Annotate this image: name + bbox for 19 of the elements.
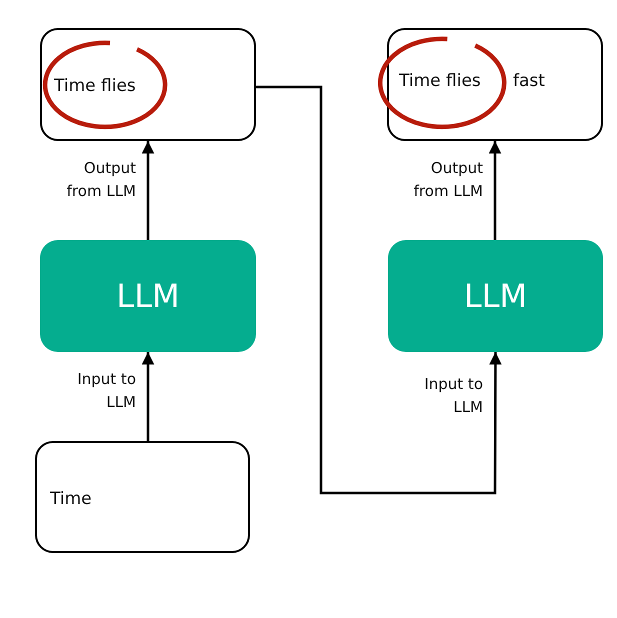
arrow bbox=[142, 352, 154, 441]
edge-label: Input to LLM bbox=[76, 369, 136, 413]
text-box bbox=[40, 28, 256, 141]
text-label: Time bbox=[50, 489, 92, 509]
model-label: LLM bbox=[464, 277, 528, 315]
edge-label: Output from LLM bbox=[412, 158, 483, 202]
text-label: Time flies bbox=[54, 76, 136, 96]
edge-label: Output from LLM bbox=[66, 158, 136, 202]
model-label: LLM bbox=[116, 277, 180, 315]
model-box bbox=[388, 240, 603, 352]
arrow bbox=[142, 141, 154, 240]
arrow bbox=[488, 141, 502, 240]
text-box bbox=[35, 441, 250, 553]
edge-label: Input to LLM bbox=[423, 374, 483, 418]
arrow bbox=[256, 86, 502, 494]
text-label: Time flies bbox=[399, 71, 481, 91]
model-box bbox=[40, 240, 256, 352]
text-box bbox=[387, 28, 603, 141]
text-label: fast bbox=[513, 71, 545, 91]
